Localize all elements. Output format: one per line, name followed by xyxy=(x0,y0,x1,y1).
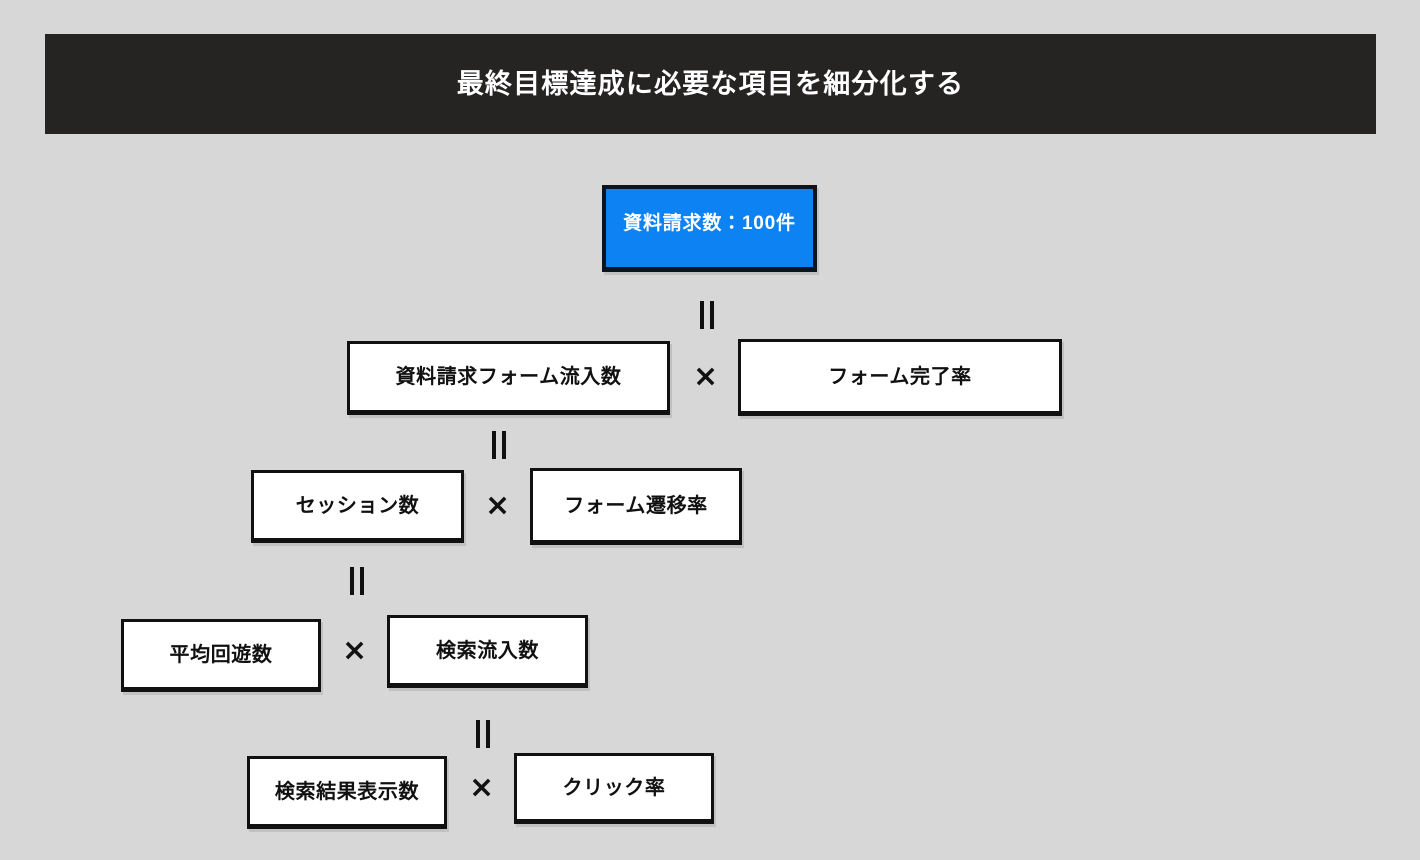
node-row4-right[interactable]: クリック率 xyxy=(514,753,714,824)
node-row3-right-label: 検索流入数 xyxy=(436,639,539,662)
operator-equals-2 xyxy=(492,431,506,459)
node-row3-left[interactable]: 平均回遊数 xyxy=(121,619,321,692)
node-row2-left[interactable]: セッション数 xyxy=(251,470,464,543)
node-row3-right[interactable]: 検索流入数 xyxy=(387,615,588,688)
node-row1-left-label: 資料請求フォーム流入数 xyxy=(395,366,622,388)
node-row1-right-label: フォーム完了率 xyxy=(828,365,972,388)
equals-bar xyxy=(360,567,364,595)
node-root-goal[interactable]: 資料請求数：100件 xyxy=(602,185,817,272)
node-row3-left-label: 平均回遊数 xyxy=(169,643,273,666)
node-row2-right-label: フォーム遷移率 xyxy=(564,494,708,517)
equals-bar xyxy=(492,431,496,459)
equals-bar xyxy=(486,720,490,748)
operator-equals-1 xyxy=(700,301,714,329)
page-title-bar: 最終目標達成に必要な項目を細分化する xyxy=(45,34,1376,134)
operator-equals-4 xyxy=(476,720,490,748)
page-title: 最終目標達成に必要な項目を細分化する xyxy=(456,68,965,99)
node-row1-left[interactable]: 資料請求フォーム流入数 xyxy=(347,341,670,415)
equals-bar xyxy=(350,567,354,595)
operator-times-3: × xyxy=(342,633,368,668)
node-row2-right[interactable]: フォーム遷移率 xyxy=(530,468,742,545)
equals-bar xyxy=(476,720,480,748)
node-row4-left-label: 検索結果表示数 xyxy=(274,780,420,803)
operator-times-2: × xyxy=(485,488,511,523)
operator-times-4: × xyxy=(469,770,495,805)
equals-bar xyxy=(502,431,506,459)
node-row4-right-label: クリック率 xyxy=(562,776,666,799)
operator-times-1: × xyxy=(693,359,719,394)
node-root-goal-label: 資料請求数：100件 xyxy=(623,213,796,234)
operator-equals-3 xyxy=(350,567,364,595)
node-row2-left-label: セッション数 xyxy=(295,494,420,517)
equals-bar xyxy=(700,301,704,329)
equals-bar xyxy=(710,301,714,329)
node-row1-right[interactable]: フォーム完了率 xyxy=(738,339,1062,416)
node-row4-left[interactable]: 検索結果表示数 xyxy=(247,756,447,829)
